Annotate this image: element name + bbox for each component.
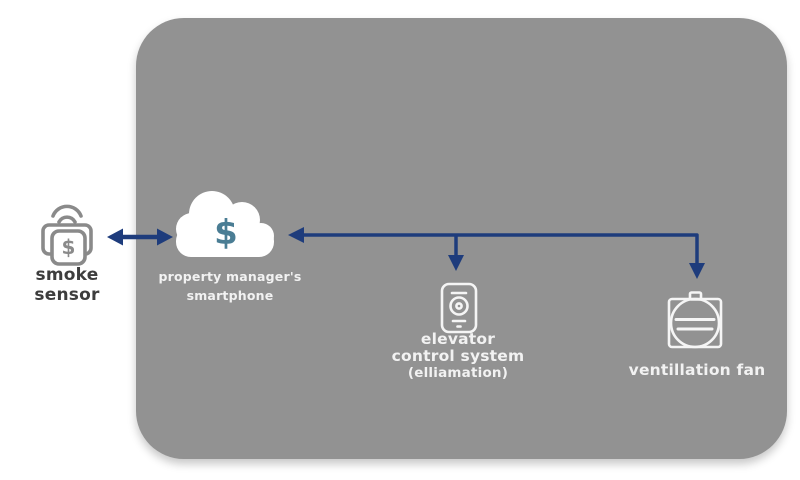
elevator-label-line1: elevator bbox=[420, 330, 496, 348]
elevator-control-icon bbox=[440, 282, 478, 334]
wifi-outer-arc-icon bbox=[51, 204, 83, 218]
sensor-dollar-symbol: $ bbox=[62, 235, 76, 259]
cloud-label: property manager's smartphone bbox=[150, 268, 310, 306]
cloud-icon: $ bbox=[176, 191, 274, 257]
cloud-label-line1: property manager's bbox=[158, 269, 302, 284]
wifi-inner-arc-icon bbox=[57, 215, 77, 224]
elevator-label-line3: (elliamation) bbox=[407, 365, 509, 381]
elevator-label: elevator control system (elliamation) bbox=[385, 331, 531, 382]
smoke-sensor-label: smoke sensor bbox=[34, 265, 100, 305]
cloud-dollar-symbol: $ bbox=[214, 213, 238, 253]
cloud-label-line2: smartphone bbox=[186, 287, 274, 303]
smoke-sensor-icon: $ bbox=[41, 204, 93, 266]
ventilation-fan-icon bbox=[667, 291, 723, 349]
ventilation-fan-label: ventillation fan bbox=[628, 361, 766, 379]
elevator-label-line2: control system bbox=[391, 347, 525, 365]
